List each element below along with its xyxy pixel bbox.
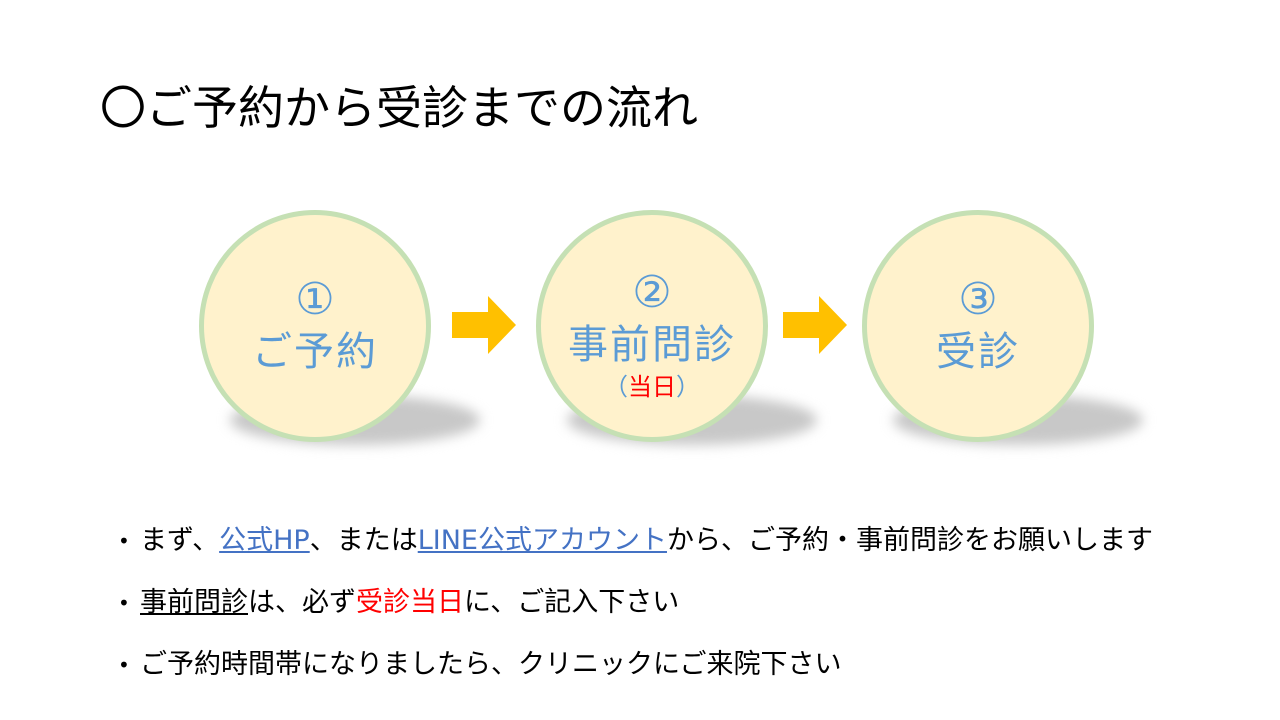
text: から、ご予約・事前問診をお願いします (666, 525, 1153, 556)
text: 、または (309, 525, 418, 556)
underlined-text: 事前問診 (140, 587, 248, 618)
text: まず、 (140, 525, 220, 556)
text: は、必ず (248, 587, 356, 618)
step-1-circle: ① ご予約 (199, 210, 431, 442)
bullet-icon: • (118, 653, 130, 677)
step-label: 事前問診 (568, 322, 736, 368)
bullet-icon: • (118, 591, 130, 615)
line-account-link[interactable]: LINE公式アカウント (417, 525, 667, 556)
paren-close: ） (676, 373, 700, 401)
official-hp-link[interactable]: 公式HP (219, 525, 310, 556)
step-label: 受診 (936, 329, 1020, 375)
step-sublabel: （当日） (604, 371, 700, 403)
page-title: 〇ご予約から受診までの流れ (100, 81, 698, 135)
step-label: ご予約 (252, 329, 378, 375)
bullet-icon: • (118, 529, 130, 553)
arrow-right-icon (452, 296, 516, 354)
emphasis-text: 受診当日 (356, 587, 464, 618)
same-day-label: 当日 (628, 373, 676, 401)
list-item: • まず、公式HP、またはLINE公式アカウントから、ご予約・事前問診をお願いしま… (118, 520, 1153, 582)
text: に、ご記入下さい (464, 587, 680, 618)
step-number: ② (632, 267, 672, 318)
instruction-list: • まず、公式HP、またはLINE公式アカウントから、ご予約・事前問診をお願いしま… (118, 520, 1153, 706)
step-number: ① (295, 274, 335, 325)
text: ご予約時間帯になりましたら、クリニックにご来院下さい (140, 649, 842, 680)
step-number: ③ (958, 274, 998, 325)
arrow-right-icon (783, 296, 847, 354)
list-item: • ご予約時間帯になりましたら、クリニックにご来院下さい (118, 644, 1153, 706)
paren-open: （ (604, 373, 628, 401)
list-item: • 事前問診は、必ず受診当日に、ご記入下さい (118, 582, 1153, 644)
step-2-circle: ② 事前問診 （当日） (536, 210, 768, 442)
step-3-circle: ③ 受診 (862, 210, 1094, 442)
